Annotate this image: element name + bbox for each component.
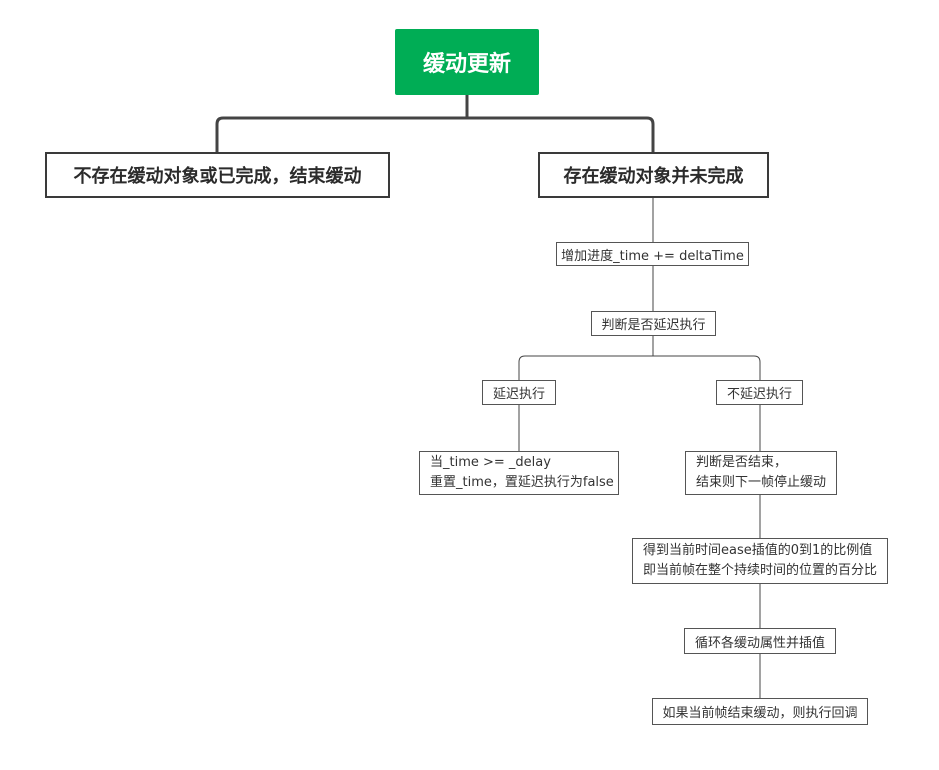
branch-node-no-tween[interactable]: 不存在缓动对象或已完成，结束缓动 <box>45 152 390 198</box>
step-node-label: 判断是否延迟执行 <box>601 318 706 333</box>
node-line: 结束则下一帧停止缓动 <box>696 475 827 490</box>
connector-delay-fork <box>518 355 761 380</box>
connector-root-branches <box>215 95 655 152</box>
branch-node-label: 存在缓动对象并未完成 <box>563 166 744 187</box>
decision-node-delay[interactable]: 延迟执行 <box>482 380 556 405</box>
root-node-label: 缓动更新 <box>422 52 511 77</box>
node-line: 如果当前帧结束缓动，则执行回调 <box>662 706 858 721</box>
decision-node-label: 延迟执行 <box>492 387 545 402</box>
node-line: 即当前帧在整个持续时间的位置的百分比 <box>643 563 878 578</box>
node-line: 判断是否结束， <box>696 455 788 470</box>
action-node-invoke-callback[interactable]: 如果当前帧结束缓动，则执行回调 <box>652 698 868 725</box>
step-node-increase-time[interactable]: 增加进度_time += deltaTime <box>556 242 749 266</box>
step-node-label: 增加进度_time += deltaTime <box>561 248 744 264</box>
decision-node-no-delay[interactable]: 不延迟执行 <box>716 380 803 405</box>
node-line: 循环各缓动属性并插值 <box>694 635 825 651</box>
root-node-tween-update[interactable]: 缓动更新 <box>395 29 539 95</box>
action-node-check-finish[interactable]: 判断是否结束， 结束则下一帧停止缓动 <box>685 451 837 495</box>
action-node-ease-ratio[interactable]: 得到当前时间ease插值的0到1的比例值 即当前帧在整个持续时间的位置的百分比 <box>632 538 888 584</box>
action-node-interpolate-properties[interactable]: 循环各缓动属性并插值 <box>684 628 836 654</box>
decision-node-label: 不延迟执行 <box>726 387 792 402</box>
node-line: 得到当前时间ease插值的0到1的比例值 <box>643 543 873 558</box>
branch-node-tween-active[interactable]: 存在缓动对象并未完成 <box>538 152 769 198</box>
branch-node-label: 不存在缓动对象或已完成，结束缓动 <box>73 166 362 187</box>
step-node-check-delay[interactable]: 判断是否延迟执行 <box>591 311 716 336</box>
action-node-reset-delay[interactable]: 当_time >= _delay 重置_time，置延迟执行为false <box>419 451 619 495</box>
node-line: 重置_time，置延迟执行为false <box>430 475 614 490</box>
node-line: 当_time >= _delay <box>430 455 551 470</box>
